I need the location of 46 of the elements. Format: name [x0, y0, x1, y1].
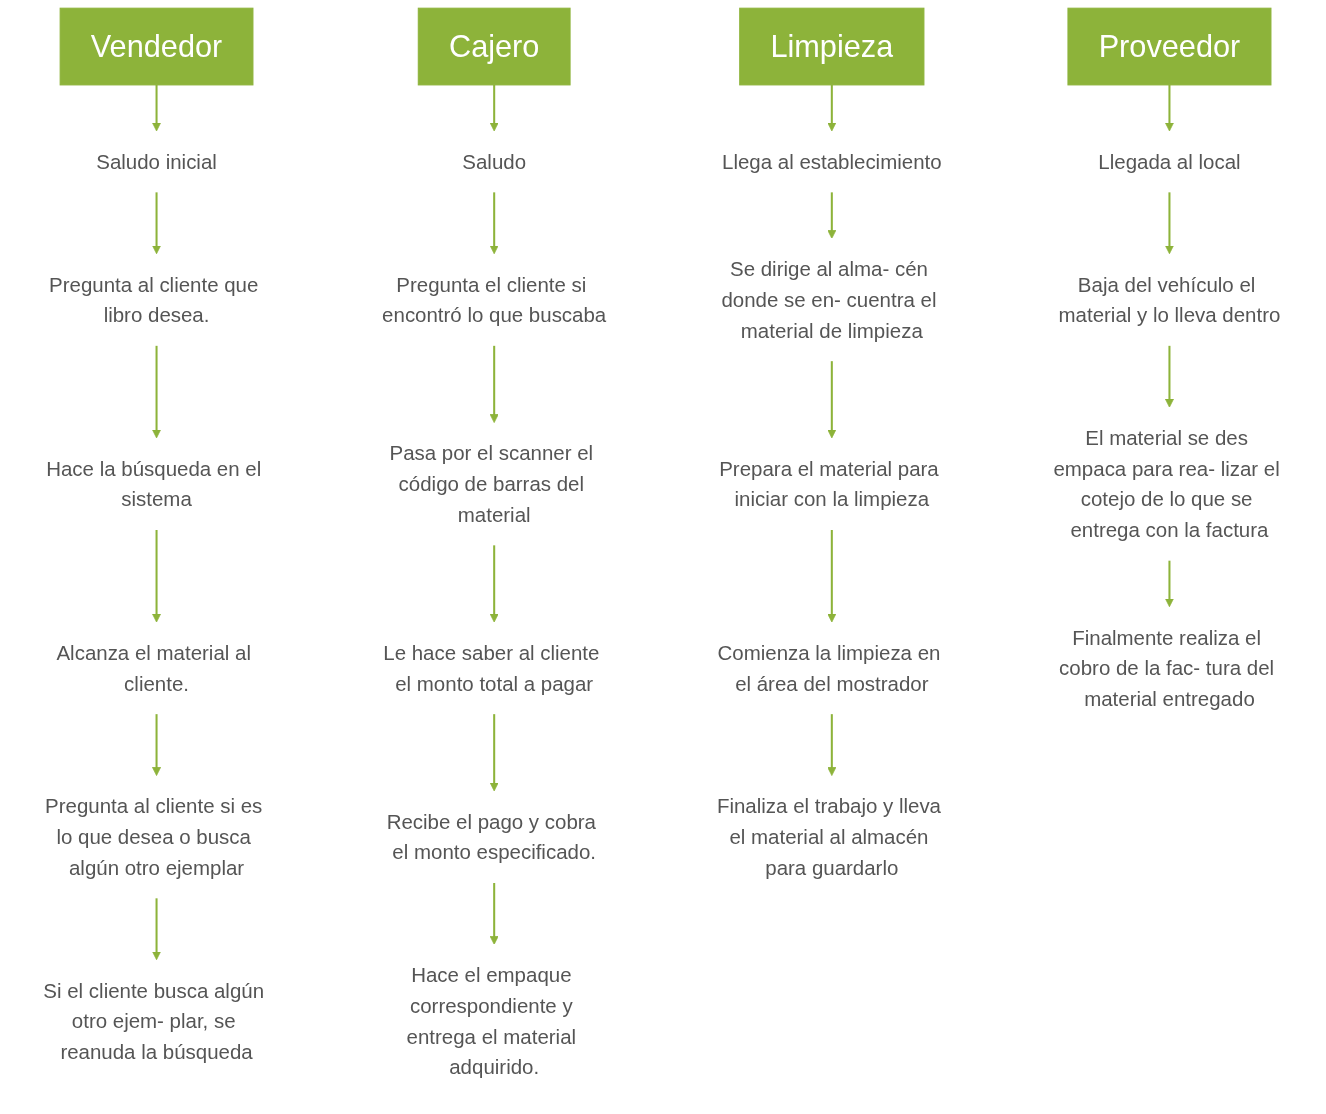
node-box: Cajero — [417, 7, 571, 86]
node-text: Saludo inicial — [96, 150, 217, 173]
arrow — [152, 192, 162, 255]
arrow — [489, 84, 499, 132]
arrow — [489, 882, 499, 945]
node-text: Pasa por el scanner el código de barras del material — [389, 442, 594, 526]
arrow — [827, 714, 837, 776]
arrow — [489, 714, 499, 792]
node-text: Finaliza el trabajo y lleva el material al almacén para guardarlo — [716, 794, 942, 879]
node-text: Le hace saber al cliente el monto total a pagar — [383, 641, 600, 695]
node-text: Finalmente realiza el cobro de la fac- tura del material entregado — [1059, 626, 1275, 711]
arrow — [489, 192, 499, 255]
arrow — [827, 361, 837, 439]
node-text: Hace el empaque correspondiente y entrega el material adquirido. — [406, 963, 577, 1079]
node-text: Pregunta al cliente que libro desea. — [49, 273, 259, 327]
node-text: Se dirige al alma- cén donde se en- cuentra el material de limpieza — [721, 257, 937, 342]
node-text: Saludo — [462, 150, 527, 173]
arrow — [489, 545, 499, 623]
arrow — [152, 345, 162, 439]
node-text: Prepara el material para iniciar con la limpieza — [719, 457, 939, 511]
arrow — [827, 530, 837, 623]
arrow — [1164, 84, 1174, 132]
node-text: Recibe el pago y cobra el monto especificado. — [386, 810, 596, 864]
node-text: Llegada al local — [1098, 150, 1241, 173]
node-box: Limpieza — [739, 7, 925, 86]
node-text: Baja del vehículo el material y lo lleva dentro — [1058, 273, 1281, 327]
arrow — [1164, 560, 1174, 608]
arrow — [152, 530, 162, 623]
node-box: Proveedor — [1067, 7, 1272, 86]
arrow — [827, 192, 837, 239]
node-text: Llega al establecimiento — [722, 150, 942, 173]
arrow — [152, 84, 162, 132]
node-text: Si el cliente busca algún otro ejem- plar, se reanuda la búsqueda — [43, 979, 265, 1064]
arrow — [827, 84, 837, 132]
arrow — [1164, 345, 1174, 408]
node-text: Pregunta al cliente si es lo que desea o busca algún otro ejemplar — [45, 794, 263, 879]
arrow — [1164, 192, 1174, 255]
node-box: Vendedor — [59, 7, 254, 86]
node-text: Alcanza el material al cliente. — [56, 641, 251, 695]
node-text: El material se des empaca para rea- lizar el cotejo de lo que se entrega con la factura — [1053, 426, 1280, 542]
arrow — [152, 898, 162, 961]
arrow — [152, 714, 162, 776]
node-text: Comienza la limpieza en el área del mostrador — [717, 641, 941, 695]
node-text: Hace la búsqueda en el sistema — [46, 457, 262, 511]
node-text: Pregunta el cliente si encontró lo que buscaba — [382, 273, 607, 327]
arrow — [489, 345, 499, 423]
